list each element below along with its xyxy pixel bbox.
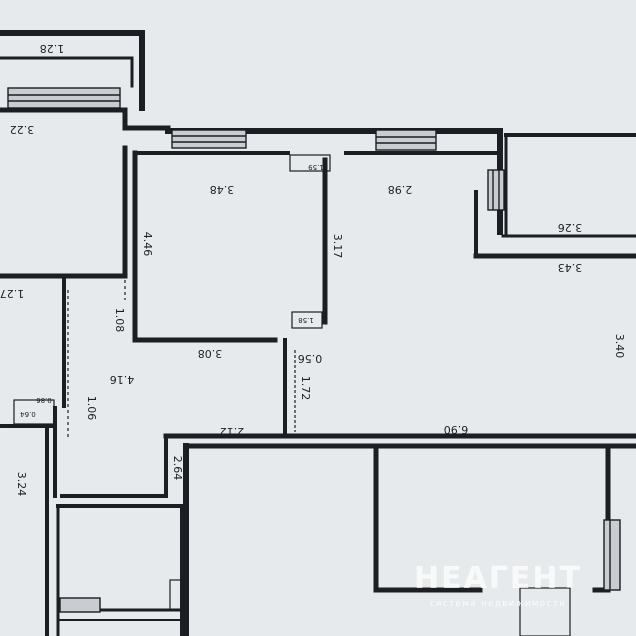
dim-label: 2.98 bbox=[388, 183, 413, 196]
dim-label: 3.43 bbox=[558, 261, 583, 274]
dim-label: 1.08 bbox=[113, 308, 126, 333]
fixtures bbox=[13, 154, 571, 636]
dim-label: 3.48 bbox=[210, 183, 235, 196]
dim-label: 6.90 bbox=[444, 423, 469, 436]
dim-label: 1.72 bbox=[299, 376, 312, 401]
window-top-2 bbox=[375, 129, 437, 151]
dim-label: 1.59 bbox=[308, 163, 324, 171]
dim-label: 1.06 bbox=[85, 396, 98, 421]
dim-label: 0.86 bbox=[36, 396, 52, 404]
shaft-block bbox=[291, 311, 323, 329]
window-top-1 bbox=[171, 129, 247, 149]
window-bottom-right bbox=[603, 519, 621, 591]
radiator bbox=[519, 587, 571, 636]
dim-label: 0.64 bbox=[20, 410, 36, 418]
toilet-fixture bbox=[169, 579, 185, 611]
dim-label: 1.27 bbox=[0, 287, 24, 300]
dim-label: 1.58 bbox=[298, 316, 314, 324]
dim-label: 3.22 bbox=[10, 123, 35, 136]
window-balcony bbox=[7, 87, 121, 109]
dim-label: 3.17 bbox=[331, 234, 344, 259]
watermark-tagline: система недвижимости bbox=[430, 599, 567, 609]
vent-block bbox=[289, 154, 331, 172]
window-bottom-left bbox=[59, 597, 101, 613]
bath-fixture bbox=[13, 399, 55, 425]
walls bbox=[0, 30, 636, 636]
windows bbox=[7, 87, 621, 613]
watermark: НЕАГЕНТ система недвижимости bbox=[414, 561, 582, 609]
dim-label: 3.24 bbox=[15, 472, 28, 497]
dim-label: 3.26 bbox=[558, 221, 583, 234]
dim-label: 2.12 bbox=[220, 425, 245, 438]
watermark-brand: НЕАГЕНТ bbox=[414, 561, 582, 596]
dim-label: 4.16 bbox=[110, 373, 135, 386]
dim-label: 1.28 bbox=[40, 42, 65, 55]
dim-label: 0.56 bbox=[298, 352, 323, 365]
dim-label: 3.08 bbox=[198, 347, 223, 360]
window-right bbox=[487, 169, 505, 211]
dimension-labels: 1.28 3.22 3.48 2.98 3.26 3.43 4.46 3.17 … bbox=[0, 42, 626, 496]
dim-label: 3.40 bbox=[613, 334, 626, 359]
dim-label: 4.46 bbox=[141, 232, 154, 257]
dim-label: 2.64 bbox=[171, 456, 184, 481]
